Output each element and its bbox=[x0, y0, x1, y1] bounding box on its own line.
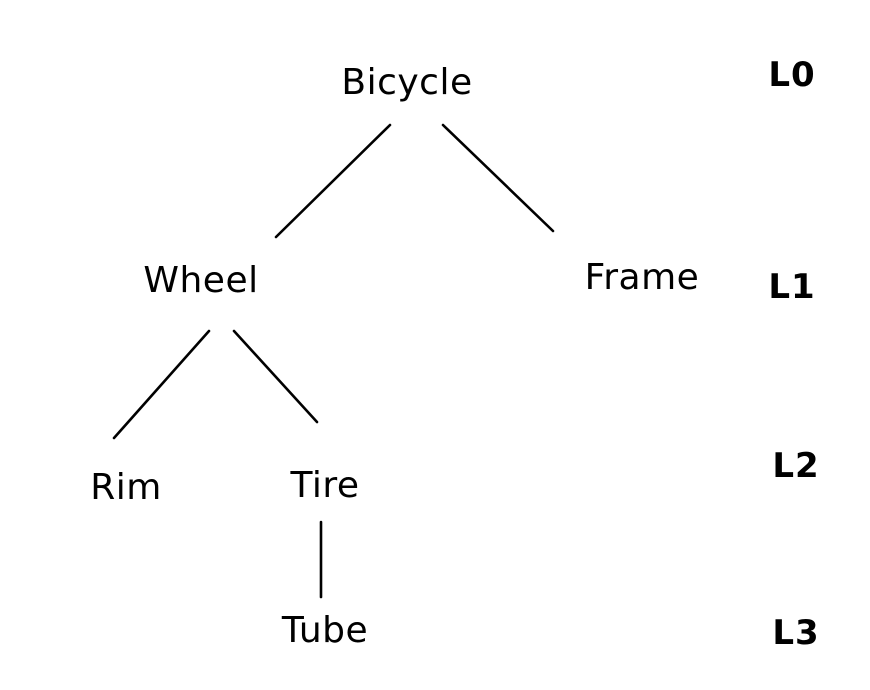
node-bicycle: Bicycle bbox=[341, 62, 473, 103]
level-label-l1: L1 bbox=[768, 267, 816, 307]
level-label-l0: L0 bbox=[768, 55, 816, 95]
edge-wheel-rim bbox=[112, 329, 211, 440]
node-rim: Rim bbox=[90, 467, 162, 508]
node-tube: Tube bbox=[281, 610, 369, 651]
node-tire: Tire bbox=[290, 465, 360, 506]
node-wheel: Wheel bbox=[143, 260, 259, 301]
edge-bicycle-wheel bbox=[274, 123, 392, 239]
edge-bicycle-frame bbox=[441, 123, 555, 233]
level-label-l2: L2 bbox=[772, 446, 820, 486]
node-frame: Frame bbox=[584, 257, 700, 298]
level-label-l3: L3 bbox=[772, 613, 820, 653]
edge-wheel-tire bbox=[232, 329, 319, 424]
